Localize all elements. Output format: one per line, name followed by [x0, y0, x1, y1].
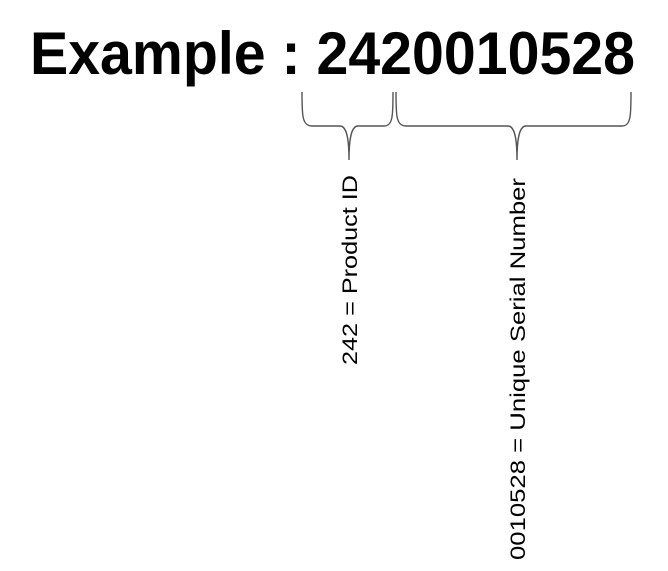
serial-number-bracket: [395, 91, 632, 161]
product-id-label: 242 = Product ID: [339, 175, 362, 365]
serial-number-label: 0010528 = Unique Serial Number: [507, 178, 530, 560]
product-id-bracket: [301, 91, 394, 161]
example-title: Example : 2420010528: [30, 20, 635, 87]
